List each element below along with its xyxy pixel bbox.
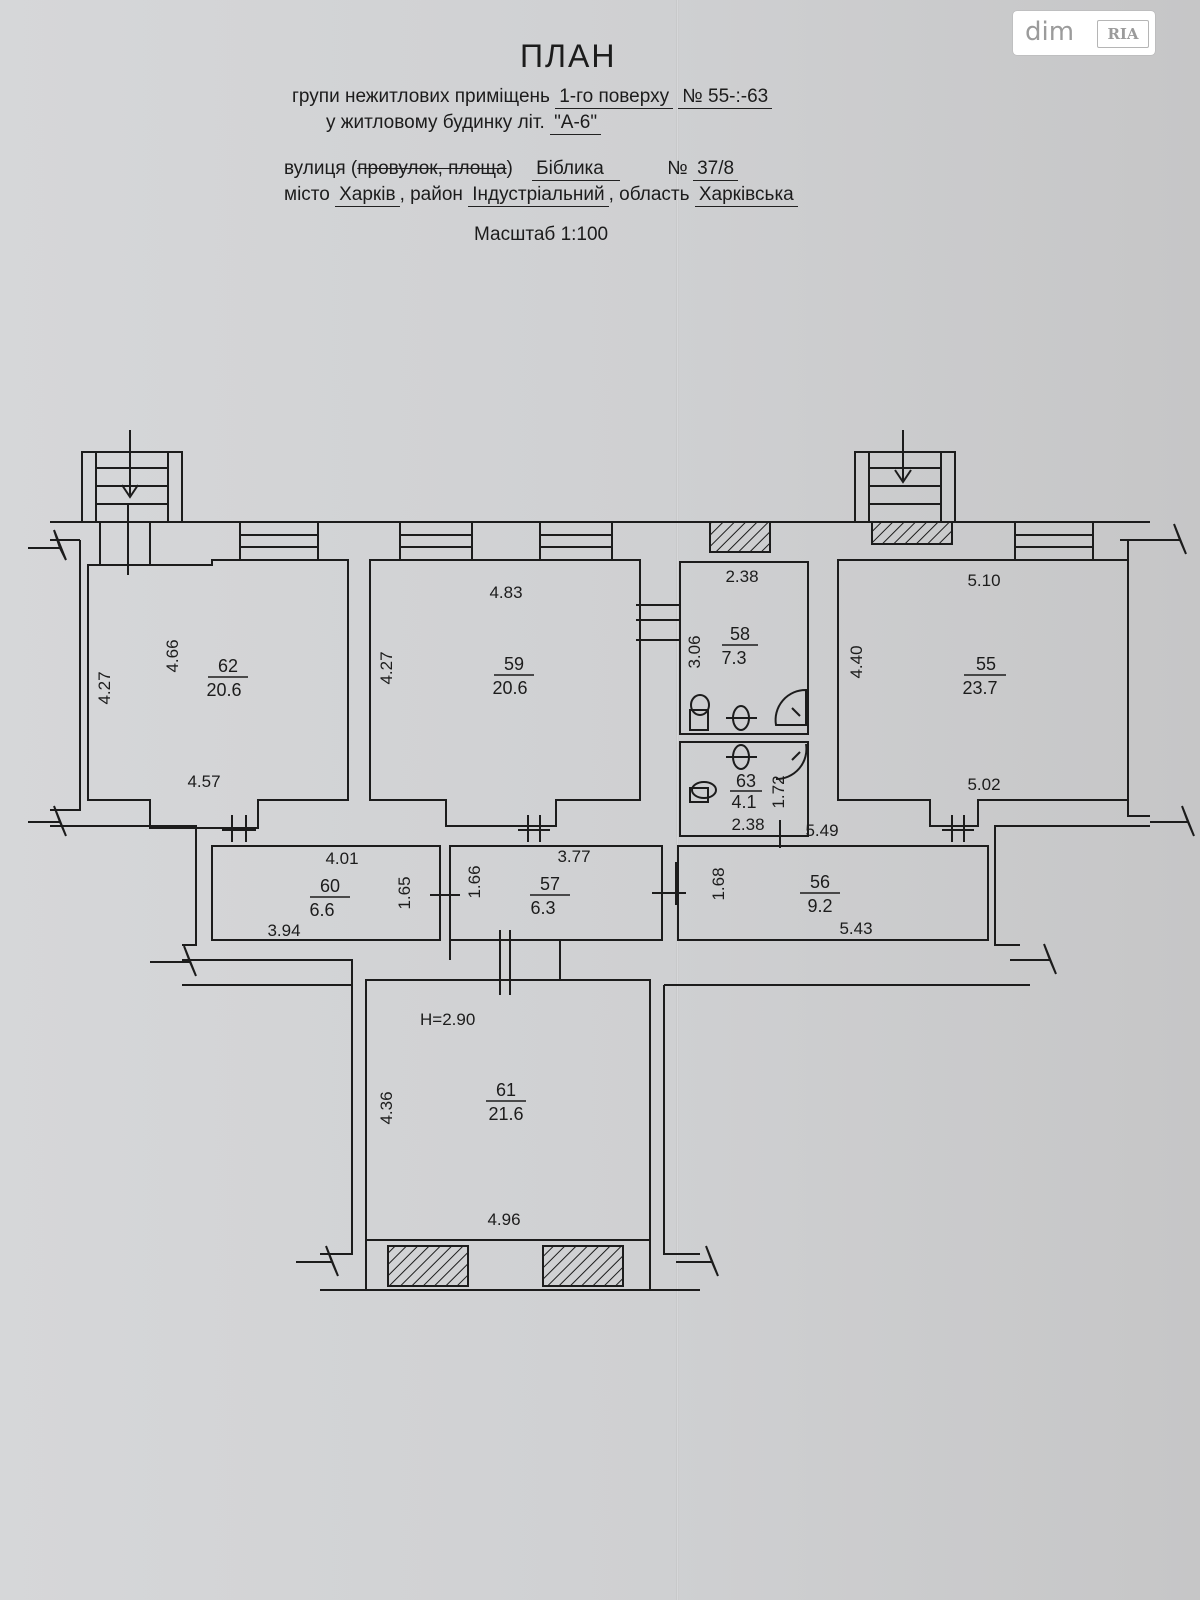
room-range: № 55-:-63 <box>678 86 773 109</box>
city-label: місто <box>284 184 330 205</box>
room-58-area: 7.3 <box>721 648 746 668</box>
group-label: групи нежитлових приміщень <box>292 86 550 107</box>
room-labels: 62 20.6 59 20.6 58 7.3 63 4.1 55 23.7 60… <box>206 624 1006 1124</box>
door-60-57 <box>430 860 460 905</box>
ceiling-height: Н=2.90 <box>420 1010 475 1029</box>
right-entrance-stairs <box>854 430 956 522</box>
left-entrance-stairs <box>81 430 183 575</box>
house-label: № <box>667 158 688 179</box>
room-58-id: 58 <box>730 624 750 644</box>
room-59-area: 20.6 <box>492 678 527 698</box>
dim-r62-diag: 4.66 <box>163 639 182 672</box>
floor-value: 1-го поверху <box>555 86 674 109</box>
dim-r62-left: 4.27 <box>95 671 114 704</box>
room-63-id: 63 <box>736 771 756 791</box>
dim-r60-right: 1.65 <box>395 876 414 909</box>
door-62 <box>222 815 256 842</box>
dim-r57-top: 3.77 <box>557 847 590 866</box>
door-58 <box>636 604 680 641</box>
room-62-id: 62 <box>218 656 238 676</box>
dim-r61-left: 4.36 <box>377 1091 396 1124</box>
dim-r61-bottom: 4.96 <box>487 1210 520 1229</box>
dim-r63-bottom: 2.38 <box>731 815 764 834</box>
paper-fold <box>676 0 679 1600</box>
dim-r56-top: 5.49 <box>805 821 838 840</box>
room-59-id: 59 <box>504 654 524 674</box>
scale-label: Масштаб 1:100 <box>474 224 609 245</box>
dim-r59-left: 4.27 <box>377 651 396 684</box>
room-55-area: 23.7 <box>962 678 997 698</box>
room-55-id: 55 <box>976 654 996 674</box>
room-62-area: 20.6 <box>206 680 241 700</box>
room-62-outline <box>87 559 349 829</box>
dim-r57-left: 1.66 <box>465 865 484 898</box>
city-name: Харків <box>335 184 400 207</box>
toilet-icon <box>689 694 717 803</box>
door-61 <box>499 930 511 995</box>
dim-r58-top: 2.38 <box>725 567 758 586</box>
room-61-area: 21.6 <box>488 1104 523 1124</box>
door-55 <box>942 815 974 842</box>
dimension-labels: 4.27 4.66 4.57 4.83 4.27 2.38 3.06 1.72 … <box>95 567 1001 1229</box>
dim-r58-left: 3.06 <box>685 635 704 668</box>
plan-title: ПЛАН <box>520 38 617 74</box>
door-59 <box>518 815 550 842</box>
room-60-id: 60 <box>320 876 340 896</box>
room-61-id: 61 <box>496 1080 516 1100</box>
dim-r55-bottom: 5.02 <box>967 775 1000 794</box>
sink-icon <box>726 705 757 770</box>
dim-r60-top: 4.01 <box>325 849 358 868</box>
room-58-outline <box>679 561 809 735</box>
room-63-outline <box>679 741 809 837</box>
district-label: , район <box>399 184 463 205</box>
top-windows <box>239 521 1094 561</box>
room-57-area: 6.3 <box>530 898 555 918</box>
building-letter: "А-6" <box>550 112 602 135</box>
region-label: , область <box>608 184 690 205</box>
dim-ria-logo[interactable]: dim RIA <box>1013 11 1155 55</box>
building-label: у житловому будинку літ. <box>326 112 545 133</box>
city-line: місто Харків, район Індустріальний, обла… <box>284 184 798 207</box>
logo-ria-text: RIA <box>1097 20 1149 48</box>
street-line: вулиця (провулок, площа) Біблика № 37/8 <box>284 158 739 181</box>
header-line-1: групи нежитлових приміщень 1-го поверху … <box>292 86 773 109</box>
dim-r56-bottom: 5.43 <box>839 919 872 938</box>
wall-break-left-top <box>28 529 67 561</box>
district-name: Індустріальний <box>468 184 609 207</box>
dim-r62-bottom: 4.57 <box>187 772 220 791</box>
logo-dim-text: dim <box>1025 17 1075 47</box>
dim-r55-left: 4.40 <box>847 645 866 678</box>
room-60-area: 6.6 <box>309 900 334 920</box>
street-suffix: ) <box>506 158 513 179</box>
room-57-id: 57 <box>540 874 560 894</box>
shower-icon <box>774 688 808 781</box>
dim-r60-bottom: 3.94 <box>267 921 300 940</box>
dim-r63-right: 1.72 <box>769 775 788 808</box>
hatched-walls <box>387 521 953 1287</box>
room-56-area: 9.2 <box>807 896 832 916</box>
room-63-area: 4.1 <box>731 792 756 812</box>
door-57-56 <box>652 862 686 905</box>
dim-r55-top: 5.10 <box>967 571 1000 590</box>
region-name: Харківська <box>694 184 798 207</box>
street-name: Біблика <box>532 158 621 181</box>
house-number: 37/8 <box>693 158 739 181</box>
street-prefix: вулиця ( <box>284 158 358 179</box>
document-header: ПЛАН групи нежитлових приміщень 1-го пов… <box>0 0 1200 260</box>
dim-r56-left: 1.68 <box>709 867 728 900</box>
dim-r59-top: 4.83 <box>489 583 522 602</box>
room-56-id: 56 <box>810 872 830 892</box>
street-strike: провулок, площа <box>357 158 507 179</box>
header-line-2: у житловому будинку літ. "А-6" <box>326 112 602 135</box>
